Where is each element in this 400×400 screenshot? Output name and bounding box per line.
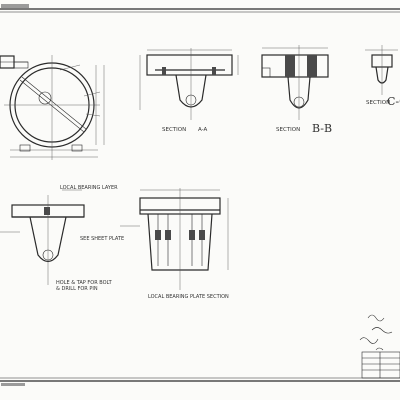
section-c-caption-prefix: SECTION xyxy=(366,100,390,106)
section-b-caption-prefix: SECTION xyxy=(276,127,300,133)
front-elevation-right: LOCAL BEARING PLATE SECTION xyxy=(120,188,229,300)
footer-stamp xyxy=(1,383,25,386)
section-c-view: SECTION C-C xyxy=(365,45,400,108)
handwritten-notes xyxy=(359,314,393,351)
section-a-caption-prefix: SECTION xyxy=(162,127,186,133)
plan-view xyxy=(0,55,105,160)
front-left-bottom-line-1: HOLE & TAP FOR BOLT xyxy=(56,280,113,286)
section-a-caption-letter: A-A xyxy=(198,127,208,133)
sheet-border xyxy=(0,4,400,386)
section-c-caption-letter: C-C xyxy=(387,95,400,108)
section-b-view: SECTION B-B xyxy=(261,45,332,135)
section-a-view: SECTION A-A xyxy=(139,48,239,133)
front-elevation-left: LOCAL BEARING LAYER SEE SHEET PLATE HOLE… xyxy=(0,185,124,292)
front-right-bottom-label: LOCAL BEARING PLATE SECTION xyxy=(148,294,229,300)
header-stamp xyxy=(1,4,29,8)
front-left-note: SEE SHEET PLATE xyxy=(80,236,124,242)
section-b-caption-letter: B-B xyxy=(312,122,332,135)
front-left-bottom-line-2: & DRILL FOR PIN xyxy=(56,286,98,292)
front-left-label: LOCAL BEARING LAYER xyxy=(60,185,118,191)
title-block xyxy=(361,351,400,379)
